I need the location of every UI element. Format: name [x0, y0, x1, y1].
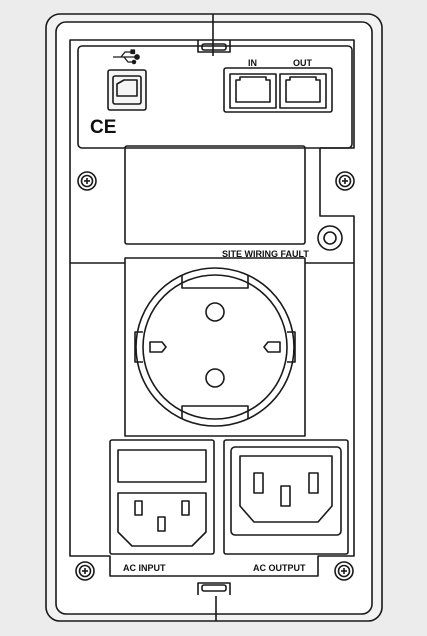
site-wiring-fault-led-icon	[317, 225, 343, 251]
label-ac-input: AC INPUT	[123, 563, 166, 573]
usb-port	[107, 69, 147, 111]
ac-output-socket	[223, 439, 349, 555]
rj45-out-port	[279, 73, 327, 109]
phillips-screw-icon-bottom-right	[334, 561, 354, 581]
label-site-wiring-fault: SITE WIRING FAULT	[222, 249, 309, 259]
bottom-latch	[197, 582, 231, 621]
top-latch	[197, 14, 231, 56]
comm-area-frame	[77, 45, 353, 149]
label-window	[124, 145, 306, 245]
usb-trident-icon	[113, 49, 140, 65]
phillips-screw-icon-top-left	[77, 171, 97, 191]
label-out: OUT	[293, 58, 312, 68]
panel-outline	[69, 39, 355, 577]
label-in: IN	[248, 58, 257, 68]
ce-mark: CE	[90, 117, 117, 138]
ac-input-inlet	[109, 439, 215, 555]
rj45-in-port	[229, 73, 277, 109]
phillips-screw-icon-bottom-left	[75, 561, 95, 581]
phillips-screw-icon-top-right	[335, 171, 355, 191]
rj45-housing	[223, 67, 333, 113]
schuko-outlet	[124, 257, 306, 437]
label-ac-output: AC OUTPUT	[253, 563, 306, 573]
